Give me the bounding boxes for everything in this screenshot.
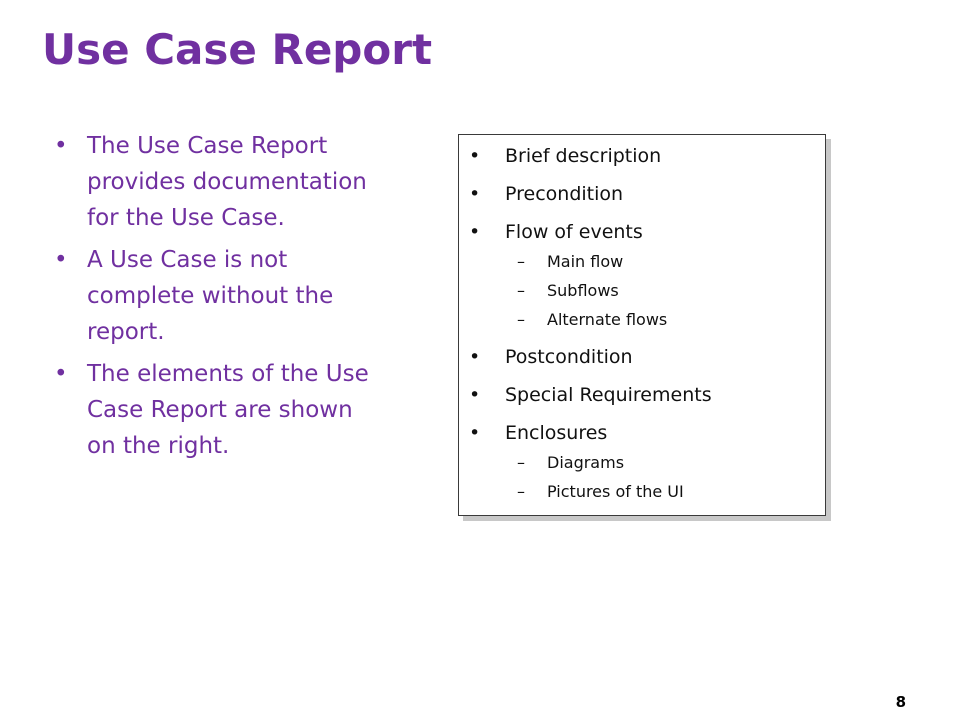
slide-title: Use Case Report — [42, 25, 433, 74]
bullet-icon: • — [54, 361, 68, 387]
intro-bullet-text: The Use Case Report provides documentati… — [87, 133, 367, 231]
report-elements-box: • Brief description • Precondition • Flo… — [458, 134, 826, 516]
report-element-label: Brief description — [505, 145, 662, 167]
intro-bullet: • The elements of the Use Case Report ar… — [50, 356, 380, 464]
intro-bullet-text: A Use Case is not complete without the r… — [87, 247, 334, 345]
report-element-item: • Special Requirements — [459, 380, 825, 410]
flow-of-events-sublist: – Main flow – Subflows – Alternate flows — [505, 247, 825, 334]
sub-item-label: Alternate flows — [547, 310, 668, 329]
page-number: 8 — [895, 693, 906, 711]
bullet-icon: • — [469, 183, 481, 205]
sub-item: – Main flow — [505, 247, 825, 276]
sub-item: – Pictures of the UI — [505, 477, 825, 506]
report-element-label: Enclosures — [505, 422, 608, 444]
dash-icon: – — [517, 310, 525, 329]
sub-item: – Alternate flows — [505, 305, 825, 334]
dash-icon: – — [517, 281, 525, 300]
sub-item: – Subflows — [505, 276, 825, 305]
report-element-item: • Postcondition — [459, 342, 825, 372]
bullet-icon: • — [469, 221, 481, 243]
bullet-icon: • — [54, 133, 68, 159]
bullet-icon: • — [54, 247, 68, 273]
sub-item: – Diagrams — [505, 448, 825, 477]
report-element-label: Special Requirements — [505, 384, 712, 406]
report-element-item: • Enclosures – Diagrams – Pictures of th… — [459, 418, 825, 506]
intro-bullet-list: • The Use Case Report provides documenta… — [50, 128, 380, 470]
report-element-item: • Precondition — [459, 179, 825, 209]
sub-item-label: Subflows — [547, 281, 619, 300]
bullet-icon: • — [469, 384, 481, 406]
intro-bullet: • The Use Case Report provides documenta… — [50, 128, 380, 236]
report-elements-list: • Brief description • Precondition • Flo… — [459, 135, 825, 506]
dash-icon: – — [517, 252, 525, 271]
report-element-label: Flow of events — [505, 221, 643, 243]
bullet-icon: • — [469, 145, 481, 167]
intro-bullet-text: The elements of the Use Case Report are … — [87, 361, 369, 459]
sub-item-label: Diagrams — [547, 453, 625, 472]
sub-item-label: Pictures of the UI — [547, 482, 684, 501]
sub-item-label: Main flow — [547, 252, 624, 271]
bullet-icon: • — [469, 422, 481, 444]
dash-icon: – — [517, 482, 525, 501]
report-element-item: • Flow of events – Main flow – Subflows … — [459, 217, 825, 334]
enclosures-sublist: – Diagrams – Pictures of the UI — [505, 448, 825, 506]
report-element-item: • Brief description — [459, 141, 825, 171]
report-element-label: Precondition — [505, 183, 624, 205]
bullet-icon: • — [469, 346, 481, 368]
report-element-label: Postcondition — [505, 346, 633, 368]
intro-bullet: • A Use Case is not complete without the… — [50, 242, 380, 350]
dash-icon: – — [517, 453, 525, 472]
